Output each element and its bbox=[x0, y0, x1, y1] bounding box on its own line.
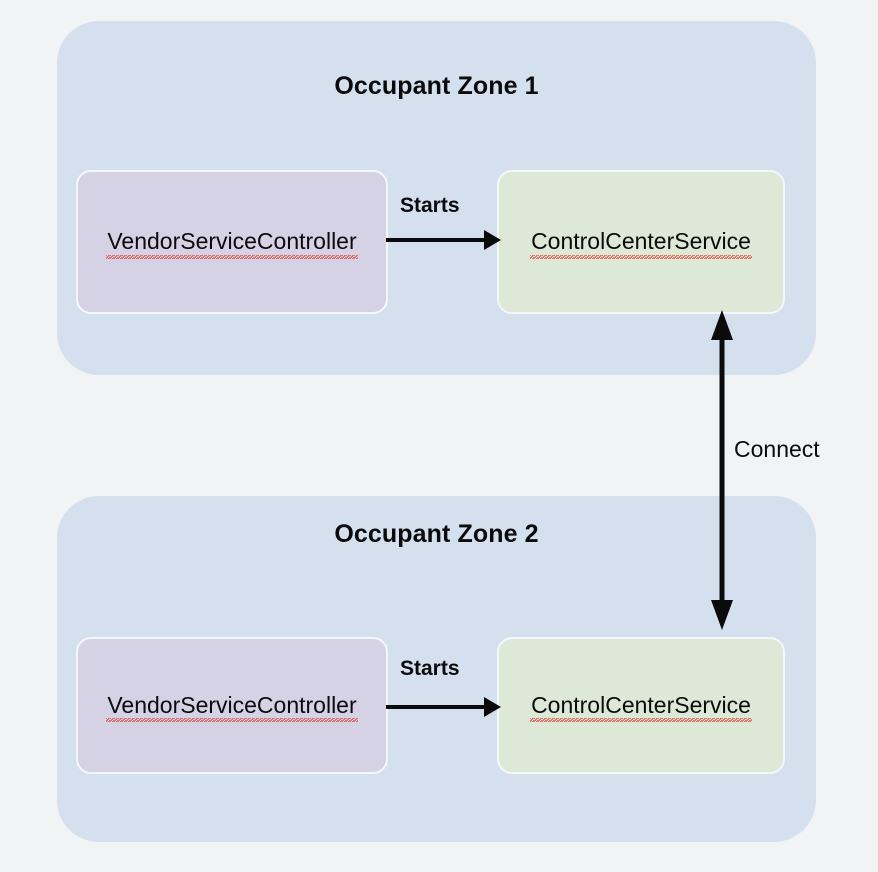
zone-title-1: Occupant Zone 1 bbox=[334, 72, 539, 100]
node-control-center-service-1[interactable]: ControlCenterService bbox=[497, 170, 785, 314]
node-control-center-service-2[interactable]: ControlCenterService bbox=[497, 637, 785, 774]
node-vendor-service-controller-2[interactable]: VendorServiceController bbox=[76, 637, 388, 774]
edge-label-starts-1: Starts bbox=[400, 194, 460, 217]
edge-label-starts-2: Starts bbox=[400, 657, 460, 680]
zone-title-2: Occupant Zone 2 bbox=[334, 520, 539, 548]
node-label: VendorServiceController bbox=[106, 691, 358, 723]
node-vendor-service-controller-1[interactable]: VendorServiceController bbox=[76, 170, 388, 314]
node-label: ControlCenterService bbox=[530, 691, 752, 723]
node-label: ControlCenterService bbox=[530, 228, 752, 259]
edge-label-connect: Connect bbox=[734, 436, 820, 462]
node-label: VendorServiceController bbox=[106, 228, 358, 259]
